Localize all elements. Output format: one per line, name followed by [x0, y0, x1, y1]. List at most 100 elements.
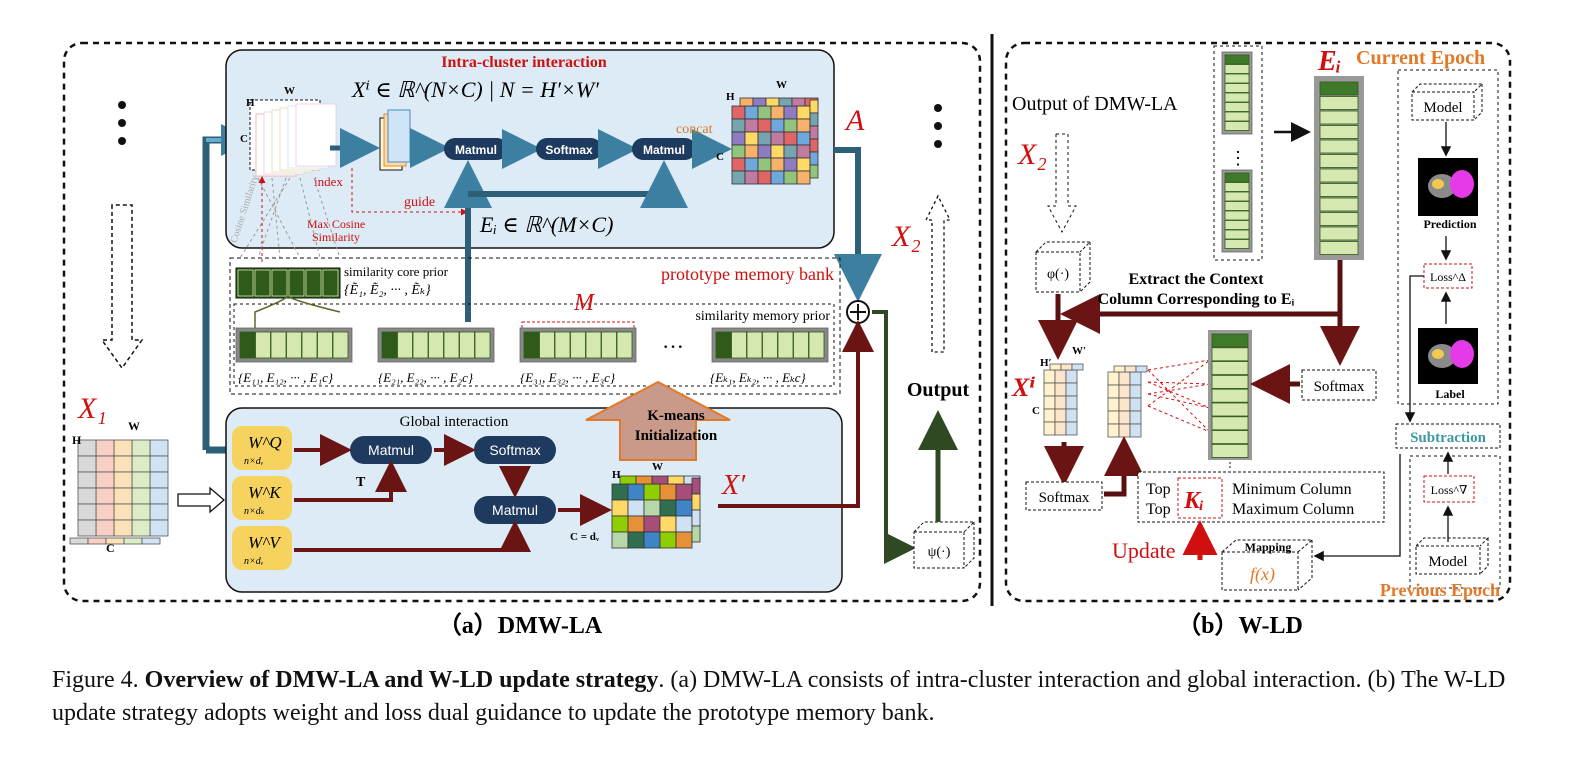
- xprime-cell: [611, 531, 629, 549]
- bank-cell: [746, 331, 763, 359]
- xprime-cell: [619, 475, 637, 485]
- x1-to-global-arrow: [177, 486, 225, 514]
- a-to-sum-arrow: [834, 147, 882, 302]
- x1-cell: [131, 503, 151, 521]
- x1-cell: [149, 439, 169, 457]
- a-cell: [783, 131, 798, 146]
- global-title: Global interaction: [400, 414, 509, 430]
- ei-cell: [1319, 139, 1359, 154]
- xi-grid-softmax: [1107, 365, 1148, 438]
- xi-softmax-cell: [1118, 371, 1131, 386]
- x1-cell: [95, 503, 115, 521]
- a-cell: [770, 170, 785, 185]
- ei-cell: [1319, 226, 1359, 241]
- core-prior-bank: [235, 267, 341, 299]
- rbank-cell: [1211, 374, 1249, 389]
- bank-cell: [397, 331, 413, 359]
- matmul-node-2: [632, 138, 696, 160]
- x1-cell: [77, 503, 97, 521]
- bank-set-2: {E₂₁, E₂₂, ··· , E₂c}: [378, 370, 474, 385]
- svg-text:W^Q: W^Q: [248, 433, 282, 452]
- bank-cell: [301, 331, 318, 359]
- slice: [295, 103, 337, 167]
- a-cell: [744, 131, 759, 146]
- dmw-bank-cell: [1224, 220, 1250, 230]
- x1-cell: [77, 455, 97, 473]
- xi-softmax-cell: [1118, 384, 1131, 399]
- bank-cell: [270, 331, 287, 359]
- dmw-output-banks: [1221, 51, 1253, 253]
- a-cell: [731, 157, 746, 172]
- dmw-bank-cell: [1224, 191, 1250, 202]
- xprime-cell: [667, 475, 685, 485]
- bank-cell: [381, 331, 398, 359]
- svg-text:⋮: ⋮: [1229, 148, 1247, 168]
- bank-cell: [239, 331, 256, 359]
- xi-softmax-cell: [1129, 384, 1142, 399]
- svg-text:ψ(·): ψ(·): [928, 545, 951, 560]
- bank-cell: [459, 331, 475, 359]
- a-cell: [757, 131, 772, 146]
- xi-cell: [1043, 382, 1056, 397]
- svg-text:C: C: [240, 133, 248, 145]
- xi-cell: [1054, 382, 1067, 397]
- xi-softmax-cell: [1129, 397, 1142, 412]
- svg-text:Top: Top: [1146, 501, 1171, 518]
- bank-cell: [731, 331, 747, 359]
- a-cell: [731, 144, 746, 159]
- ei-cell: [1319, 168, 1359, 183]
- dmw-bank-cell: [1224, 201, 1250, 211]
- a-cell: [796, 170, 811, 185]
- svg-text:Initialization: Initialization: [635, 428, 718, 444]
- rbank-cell: [1211, 443, 1249, 458]
- bank-cell: [317, 331, 333, 359]
- a-cell: [809, 138, 819, 153]
- svg-text:φ(·): φ(·): [1047, 267, 1069, 282]
- x2-label-left: X₂: [891, 220, 921, 253]
- xi-softmax-cell: [1129, 410, 1142, 425]
- ei-cell: [1319, 81, 1359, 96]
- softmax-node-1: [536, 138, 602, 160]
- x1-cell: [149, 519, 169, 537]
- svg-text:Minimum Column: Minimum Column: [1232, 481, 1352, 498]
- xi-cell: [1060, 363, 1073, 371]
- bank-cell: [777, 331, 794, 359]
- phi-box: φ(·): [1035, 241, 1092, 293]
- core-cell: [254, 269, 271, 297]
- xprime-cell: [659, 483, 677, 501]
- bank-cell: [412, 331, 429, 359]
- a-output-cube: H W C: [716, 79, 819, 185]
- a-cell: [770, 157, 785, 172]
- svg-text:Column Corresponding to Eᵢ: Column Corresponding to Eᵢ: [1098, 291, 1295, 308]
- a-cell: [744, 118, 759, 133]
- x1-cell: [77, 471, 97, 489]
- xprime-cell: [691, 525, 701, 543]
- svg-text:W′: W′: [1072, 345, 1086, 357]
- intra-title: Intra-cluster interaction: [441, 54, 607, 71]
- dmw-bank-cell: [1224, 54, 1250, 65]
- xprime-cell: [675, 483, 693, 501]
- figure-canvas: X₁ H W C Intra-cluster interaction Xⁱ ∈ …: [62, 34, 1512, 639]
- a-cell: [739, 97, 754, 107]
- rbank-cell: [1211, 416, 1249, 431]
- rbank-cell: [1211, 333, 1249, 348]
- xprime-cell: [627, 499, 645, 517]
- svg-text:Softmax: Softmax: [489, 442, 540, 458]
- global-matmul-1: [350, 436, 432, 464]
- svg-text:Maximum Column: Maximum Column: [1232, 501, 1354, 518]
- bank-cell: [539, 331, 555, 359]
- rbank-cell: [1211, 361, 1249, 376]
- a-cell: [757, 170, 772, 185]
- xprime-cell: [643, 515, 661, 533]
- x1-label: X₁: [77, 392, 107, 425]
- svg-text:W: W: [128, 419, 140, 433]
- a-cell: [731, 131, 746, 146]
- model-box-current: Model: [1411, 83, 1484, 121]
- x1-cell: [87, 537, 107, 545]
- xi-softmax-cell: [1129, 423, 1142, 438]
- dmw-bank-cell: [1224, 92, 1250, 103]
- x1-cell: [77, 519, 97, 537]
- xi-softmax-cell: [1107, 397, 1120, 412]
- softmax-box-right: [1301, 369, 1377, 401]
- x1-cell: [131, 455, 151, 473]
